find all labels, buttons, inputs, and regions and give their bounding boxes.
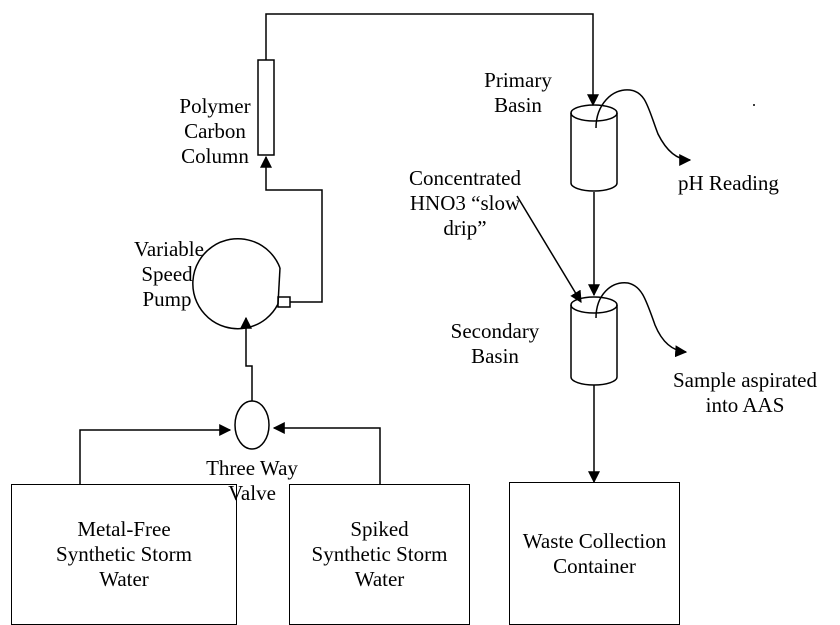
spiked-water-container: Spiked Synthetic Storm Water [289,484,470,625]
variable-speed-pump-shape [192,237,291,330]
pipe-pump-to-column [260,155,323,303]
polymer-carbon-column-label: Polymer Carbon Column [179,94,251,168]
three-way-valve-shape [234,400,270,450]
secondary-basin-label: Secondary Basin [450,319,540,368]
waste-collection-container: Waste Collection Container [509,482,680,625]
pipe-spiked-to-valve [272,422,381,484]
waste-collection-label: Waste Collection Container [522,528,667,578]
pipe-metal-free-to-valve [79,424,232,484]
primary-basin-label: Primary Basin [484,68,552,117]
stray-dot [753,104,755,106]
acid-drip-arrow [516,195,582,304]
secondary-basin-shape [570,296,618,386]
ph-reading-probe-curve [595,89,692,166]
ph-reading-label: pH Reading [678,171,779,195]
metal-free-water-label: Metal-Free Synthetic Storm Water [56,517,192,591]
pipe-valve-to-pump [240,316,253,401]
sample-aspiration-curve [595,282,688,358]
spiked-water-label: Spiked Synthetic Storm Water [311,517,448,591]
concentrated-hno3-label: Concentrated HNO3 “slow drip” [409,166,521,240]
sample-aspirated-label: Sample aspirated into AAS [672,368,818,417]
pipe-column-to-primary-basin [265,13,599,107]
variable-speed-pump-label: Variable Speed Pump [134,237,204,311]
primary-basin-shape [570,104,618,192]
metal-free-water-container: Metal-Free Synthetic Storm Water [11,484,237,625]
